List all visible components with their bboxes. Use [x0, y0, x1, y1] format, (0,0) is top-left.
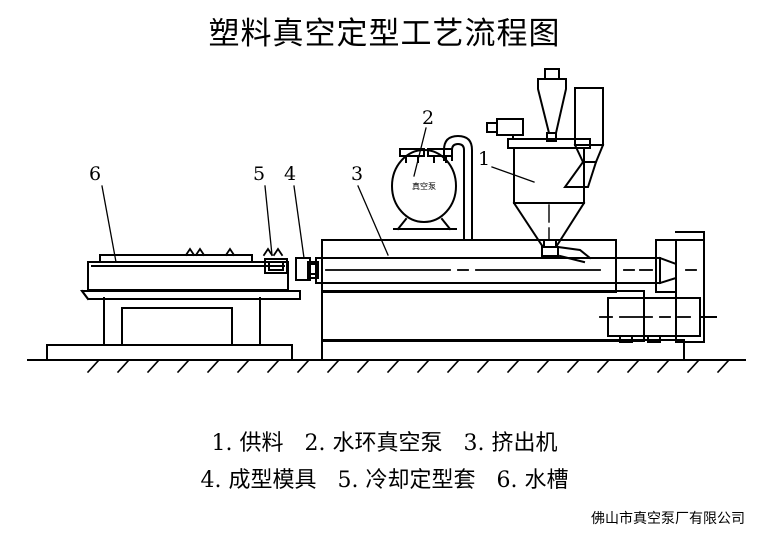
material-chute [556, 245, 592, 264]
water-trough-assembly [46, 254, 301, 361]
company-footer: 佛山市真空泵厂有限公司 [591, 511, 745, 527]
vacuum-pump-label: 真空泵 [412, 181, 436, 191]
material-storage-hopper [563, 87, 605, 188]
cyclone-separator [537, 68, 567, 142]
extruder-assembly [307, 231, 705, 361]
callout-2: 2 [422, 107, 434, 129]
vacuum-pipe [443, 134, 473, 241]
legend-line-2: 4. 成型模具 5. 冷却定型套 6. 水槽 [200, 468, 569, 493]
drive-motor-unit [607, 297, 717, 343]
page-title: 塑料真空定型工艺流程图 [208, 16, 561, 52]
callout-4: 4 [284, 163, 296, 185]
legend-line-1: 1. 供料 2. 水环真空泵 3. 挤出机 [211, 431, 558, 456]
callout-6: 6 [89, 163, 101, 185]
callout-leaders [101, 127, 535, 263]
cooling-sizing-sleeve [264, 258, 288, 274]
callout-5: 5 [253, 163, 265, 185]
hopper-motor [486, 118, 524, 140]
ground-hatching [86, 359, 730, 374]
trough-roller-brackets [184, 247, 284, 257]
callout-1: 1 [478, 148, 490, 170]
callout-3: 3 [351, 163, 363, 185]
feeding-hopper [507, 138, 591, 257]
